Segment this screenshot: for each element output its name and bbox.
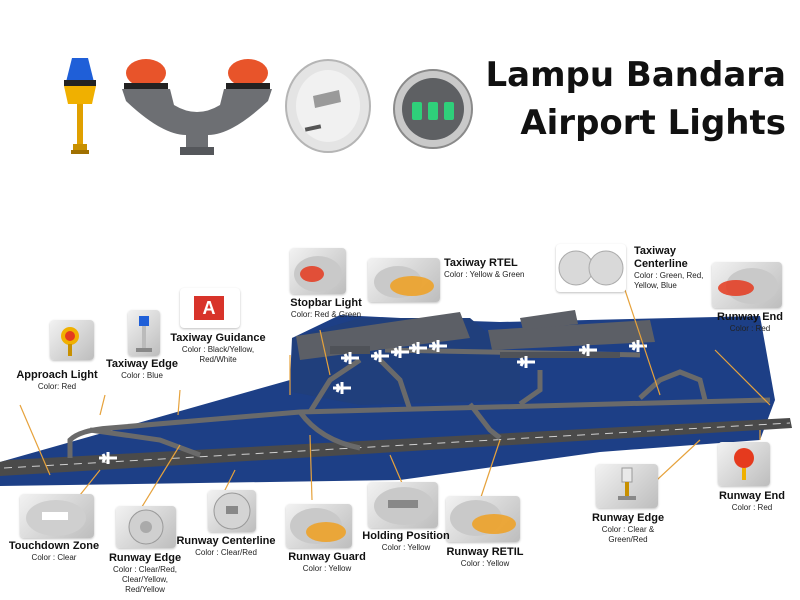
taxiway-centerline-name-1: Taxiway [634,245,676,257]
runway-retil-label: Runway RETIL Color : Yellow [440,546,530,569]
airplane-icon [371,350,389,362]
taxiway-guidance-color: Color : Black/Yellow, Red/White [181,345,255,364]
holding-position-color: Color : Yellow [381,543,431,552]
airplane-icon [517,356,535,368]
runway-edge-right-name: Runway Edge [591,512,665,524]
airplane-icon [341,352,359,364]
taxiway-guidance-label: Taxiway Guidance Color : Black/Yellow, R… [168,332,268,365]
runway-retil-name: Runway RETIL [446,546,524,558]
airplane-icon [99,452,117,464]
runway-end-top-photo [712,262,782,308]
terminal-buildings [296,310,655,360]
taxiway-rtel-label: Taxiway RTEL Color : Yellow & Green [444,257,544,280]
touchdown-zone-color: Color : Clear [31,553,77,562]
runway-edge-right-photo [596,464,658,508]
touchdown-zone-photo [20,494,94,538]
taxiway-rtel-photo [368,258,440,302]
green-inset-light-icon [392,68,474,150]
runway [0,418,792,476]
taxiway-edge-name: Taxiway Edge [106,358,178,370]
runway-end-right-photo [718,442,770,486]
taxiway-centerline-photo [556,244,626,292]
runway-end-top-color: Color : Red [729,324,771,333]
leader-lines [19,289,771,521]
runway-retil-color: Color : Yellow [460,559,510,568]
runway-guard-color: Color : Yellow [302,564,352,573]
taxiway-guidance-sign-letter: A [202,298,216,318]
holding-position-label: Holding Position Color : Yellow [358,530,454,553]
runway-centerline-name: Runway Centerline [176,535,276,547]
taxiway-edge-color: Color : Blue [121,371,163,380]
touchdown-zone-name: Touchdown Zone [8,540,100,552]
runway-edge-left-color: Color : Clear/Red, Clear/Yellow, Red/Yel… [112,565,178,594]
taxiway-centerline-name-2: Centerline [634,258,688,270]
approach-light-color: Color: Red [37,382,77,391]
stopbar-light-color: Color: Red & Green [290,310,362,319]
runway-edge-right-label: Runway Edge Color : Clear & Green/Red [588,512,668,545]
taxiway-guidance-photo: A [180,288,240,328]
runway-edge-left-photo [116,506,176,548]
runway-centerline-color: Color : Clear/Red [195,548,257,557]
taxiway-centerline-label: Taxiway Centerline Color : Green, Red, Y… [634,245,710,291]
approach-light-photo [50,320,94,360]
runway-guard-photo [286,504,352,548]
runway-retil-photo [446,496,520,542]
airplane-icon [333,382,351,394]
runway-guard-name: Runway Guard [288,551,366,563]
runway-end-right-label: Runway End Color : Red [712,490,792,513]
touchdown-zone-label: Touchdown Zone Color : Clear [4,540,104,563]
airplane-icon [391,346,409,358]
taxiway-guidance-name: Taxiway Guidance [170,332,266,344]
runway-end-right-color: Color : Red [731,503,773,512]
runway-end-right-name: Runway End [718,490,785,502]
title-line2: Airport Lights [520,103,786,143]
runway-centerline-label: Runway Centerline Color : Clear/Red [176,535,276,558]
runway-edge-left-name: Runway Edge [108,552,182,564]
runway-centerline-photo [208,490,256,532]
twin-amber-beacon-icon [112,55,282,160]
stopbar-light-photo [290,248,346,294]
taxiway-centerline-color: Color : Green, Red, Yellow, Blue [634,271,704,290]
approach-light-label: Approach Light Color: Red [12,369,102,392]
taxiway-edge-label: Taxiway Edge Color : Blue [102,358,182,381]
runway-end-top-label: Runway End Color : Red [710,311,790,334]
airplane-icon [429,340,447,352]
stopbar-light-name: Stopbar Light [290,297,362,309]
taxiway-edge-photo [128,310,160,356]
inset-light-icon [283,56,373,156]
runway-edge-left-label: Runway Edge Color : Clear/Red, Clear/Yel… [102,552,188,595]
runway-edge-right-color: Color : Clear & Green/Red [601,525,655,544]
title-line1: Lampu Bandara [485,55,786,95]
holding-position-photo [368,482,438,528]
runway-end-top-name: Runway End [716,311,783,323]
blue-beacon-icon [58,52,102,160]
holding-position-name: Holding Position [362,530,450,542]
stopbar-light-label: Stopbar Light Color: Red & Green [282,297,370,320]
airplane-icon [409,342,427,354]
airplane-icon [579,344,597,356]
runway-guard-label: Runway Guard Color : Yellow [282,551,372,574]
taxiway-rtel-color: Color : Yellow & Green [444,270,525,279]
airplane-icons [99,340,647,464]
taxiway-rtel-name: Taxiway RTEL [444,257,518,269]
approach-light-name: Approach Light [16,369,98,381]
